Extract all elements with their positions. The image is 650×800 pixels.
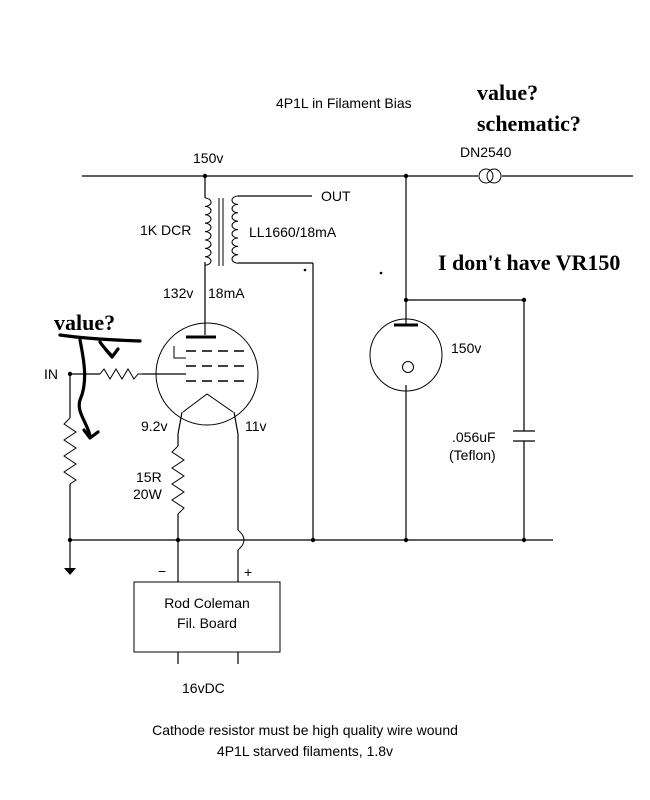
board-name-line2: Fil. Board	[177, 615, 237, 631]
annotation-value-top: value?	[477, 80, 538, 105]
choke-primary-coil	[204, 197, 212, 266]
choke-secondary-coil	[231, 195, 239, 264]
input-label: IN	[44, 366, 58, 382]
wire-crossover-hop	[237, 529, 245, 551]
filament-lead-left	[177, 411, 183, 446]
junction-dot	[67, 537, 73, 543]
handwritten-arrow-right	[104, 347, 120, 359]
grid-leak-resistor	[63, 417, 77, 485]
triode-filament	[182, 393, 234, 413]
junction-dot	[67, 371, 73, 377]
vr-tube-cathode	[402, 361, 414, 373]
choke-label: LL1660/18mA	[249, 224, 337, 240]
out-label: OUT	[321, 188, 351, 204]
ccs-circle-right	[486, 168, 502, 184]
annotation-schematic: schematic?	[477, 111, 581, 136]
minus-terminal-label: −	[158, 563, 166, 579]
dcr-label: 1K DCR	[140, 222, 191, 238]
mosfet-label: DN2540	[460, 144, 512, 160]
resistor-value-label: 15R	[136, 469, 162, 485]
ccs-circle-left	[478, 168, 494, 184]
note-line-1: Cathode resistor must be high quality wi…	[152, 722, 458, 738]
resistor-wattage-label: 20W	[133, 486, 163, 502]
plus-terminal-label: +	[244, 564, 252, 580]
junction-dot	[403, 297, 409, 303]
vr150-tube	[369, 318, 443, 392]
handwritten-arrow-left	[82, 428, 100, 440]
junction-dot	[521, 297, 527, 303]
triode-grid-bracket	[173, 346, 186, 359]
handwritten-arrow-stroke	[77, 338, 92, 438]
diagram-title: 4P1L in Filament Bias	[276, 95, 412, 111]
triode-envelope	[155, 322, 259, 426]
supply-voltage-label: 150v	[193, 150, 223, 166]
grid-stopper-resistor	[99, 368, 142, 380]
ground-icon	[64, 566, 76, 575]
handwritten-underline	[58, 333, 142, 343]
junction-dot	[202, 173, 208, 179]
junction-dot	[403, 537, 409, 543]
filament-board-box	[133, 581, 281, 653]
choke-transformer	[204, 195, 239, 266]
vr-tube-voltage-label: 150v	[451, 340, 481, 356]
vr-tube-envelope	[369, 318, 443, 392]
note-line-2: 4P1L starved filaments, 1.8v	[217, 743, 393, 759]
stray-dot	[379, 271, 383, 275]
capacitor-value-label: .056uF	[452, 429, 496, 445]
annotation-no-vr150: I don't have VR150	[438, 250, 620, 275]
capacitor-type-label: (Teflon)	[449, 447, 496, 463]
plate-current-label: 18mA	[208, 285, 245, 301]
junction-dot	[403, 173, 409, 179]
junction-dot	[310, 537, 316, 543]
junction-dot	[521, 537, 527, 543]
plate-voltage-label: 132v	[163, 285, 193, 301]
triode-4p1l	[155, 322, 259, 426]
filament-lead-right	[233, 411, 239, 530]
annotation-value-left: value?	[54, 310, 115, 335]
stray-dot	[303, 268, 307, 272]
cathode-resistor	[171, 445, 185, 515]
filament-left-voltage: 9.2v	[141, 418, 167, 434]
dn2540-ccs-symbol	[478, 168, 502, 184]
ground-triangle	[64, 568, 76, 575]
dc-supply-label: 16vDC	[182, 680, 225, 696]
filament-right-voltage: 11v	[245, 418, 267, 434]
board-name-line1: Rod Coleman	[164, 595, 250, 611]
junction-dot	[175, 537, 181, 543]
